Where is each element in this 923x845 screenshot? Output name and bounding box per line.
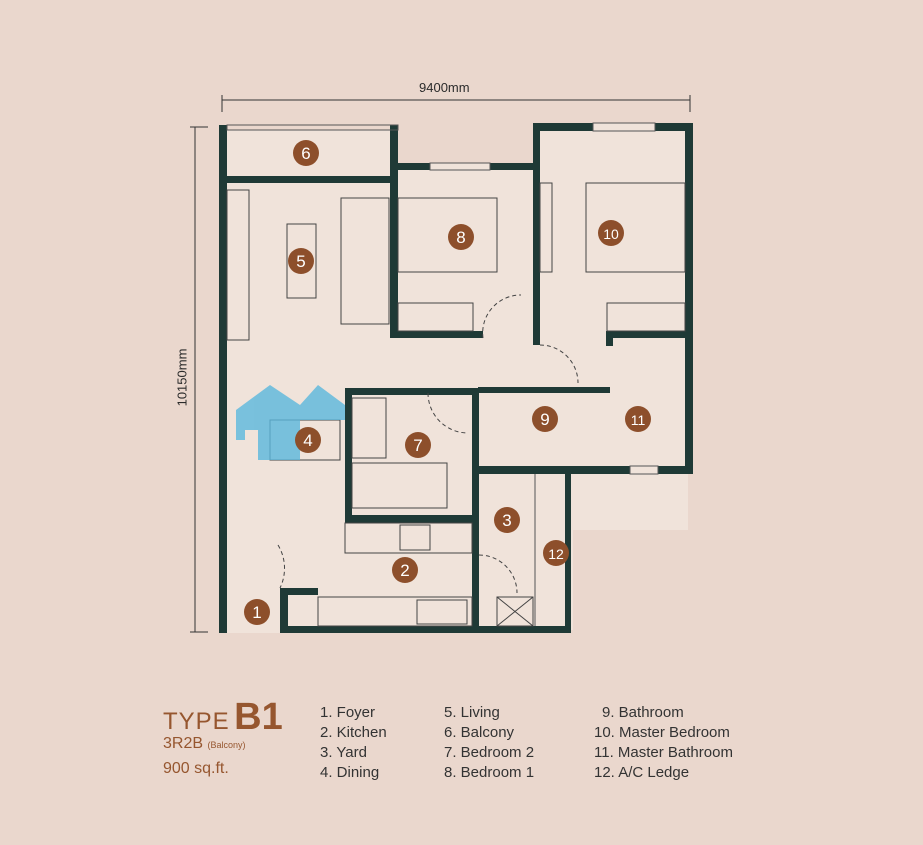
legend-item: 10. Master Bedroom [594,724,730,741]
tv-console [226,189,250,341]
room-marker-10: 10 [598,220,624,246]
marker-circle [448,224,474,250]
legend-item: 1. Foyer [320,704,376,721]
room-marker-5: 5 [288,248,314,274]
marker-number: 5 [296,252,305,271]
legend-item: 3. Yard [320,744,367,761]
windows [226,122,659,626]
legend-column-3: 9. Bathroom 10. Master Bedroom 11. Maste… [594,703,733,783]
type-code: B1 [234,696,283,738]
legend-item: 8. Bedroom 1 [444,764,535,781]
unit-area: 900 sq.ft. [163,760,229,777]
room-marker-4: 4 [295,427,321,453]
legend-item: 4. Dining [320,764,380,781]
marker-number: 8 [456,228,465,247]
marker-circle [625,406,651,432]
legend-item: 6. Balcony [444,724,515,741]
room-marker-7: 7 [405,432,431,458]
legend-column-2: 5. Living 6. Balcony 7. Bedroom 2 8. Bed… [444,703,534,783]
dimension-lines [190,95,691,633]
marker-number: 12 [548,546,564,562]
marker-number: 4 [303,431,312,450]
wardrobe-1 [397,302,474,332]
marker-circle [598,220,624,246]
sofa [340,197,390,325]
room-marker-6: 6 [293,140,319,166]
wardrobe-master [606,302,686,332]
watermark-logo-icon [236,385,345,460]
marker-circle [405,432,431,458]
floor-area [227,130,688,633]
desk [351,397,387,459]
legend-item: 7. Bedroom 2 [444,744,535,761]
legend-column-1: 1. Foyer 2. Kitchen 3. Yard 4. Dining [320,703,387,783]
bed-2 [351,462,448,509]
room-marker-12: 12 [543,540,569,566]
furniture [226,182,686,627]
room-marker-8: 8 [448,224,474,250]
type-prefix: TYPE [163,708,230,735]
marker-number: 2 [400,561,409,580]
marker-number: 1 [252,603,261,622]
room-marker-3: 3 [494,507,520,533]
marker-number: 10 [603,226,619,242]
room-marker-2: 2 [392,557,418,583]
width-dimension: 9400mm [419,80,470,95]
marker-circle [295,427,321,453]
legend-item: 11. Master Bathroom [594,744,733,761]
marker-number: 11 [631,412,646,428]
marker-circle [293,140,319,166]
room-marker-9: 9 [532,406,558,432]
marker-circle [532,406,558,432]
kitchen-counter [344,522,473,554]
room-marker-11: 11 [625,406,651,432]
config-label: 3R2B [163,735,204,752]
legend-item: 2. Kitchen [320,724,387,741]
unit-config: 3R2B (Balcony) [163,735,246,753]
marker-number: 9 [540,410,549,429]
marker-circle [392,557,418,583]
legend-item: 5. Living [444,704,500,721]
legend-item: 9. Bathroom [602,704,684,721]
marker-number: 3 [502,511,511,530]
config-note: (Balcony) [207,740,246,750]
marker-circle [244,599,270,625]
height-dimension: 10150mm [174,348,190,407]
marker-number: 7 [413,436,422,455]
unit-type-title: TYPE B1 [163,696,283,739]
coffee-table [286,223,317,299]
room-marker-1: 1 [244,599,270,625]
sink [416,599,468,625]
marker-circle [543,540,569,566]
master-bed [585,182,686,273]
marker-number: 6 [301,144,310,163]
marker-circle [288,248,314,274]
bed-1 [397,197,498,273]
legend-item: 12. A/C Ledge [594,764,690,781]
marker-circle [494,507,520,533]
